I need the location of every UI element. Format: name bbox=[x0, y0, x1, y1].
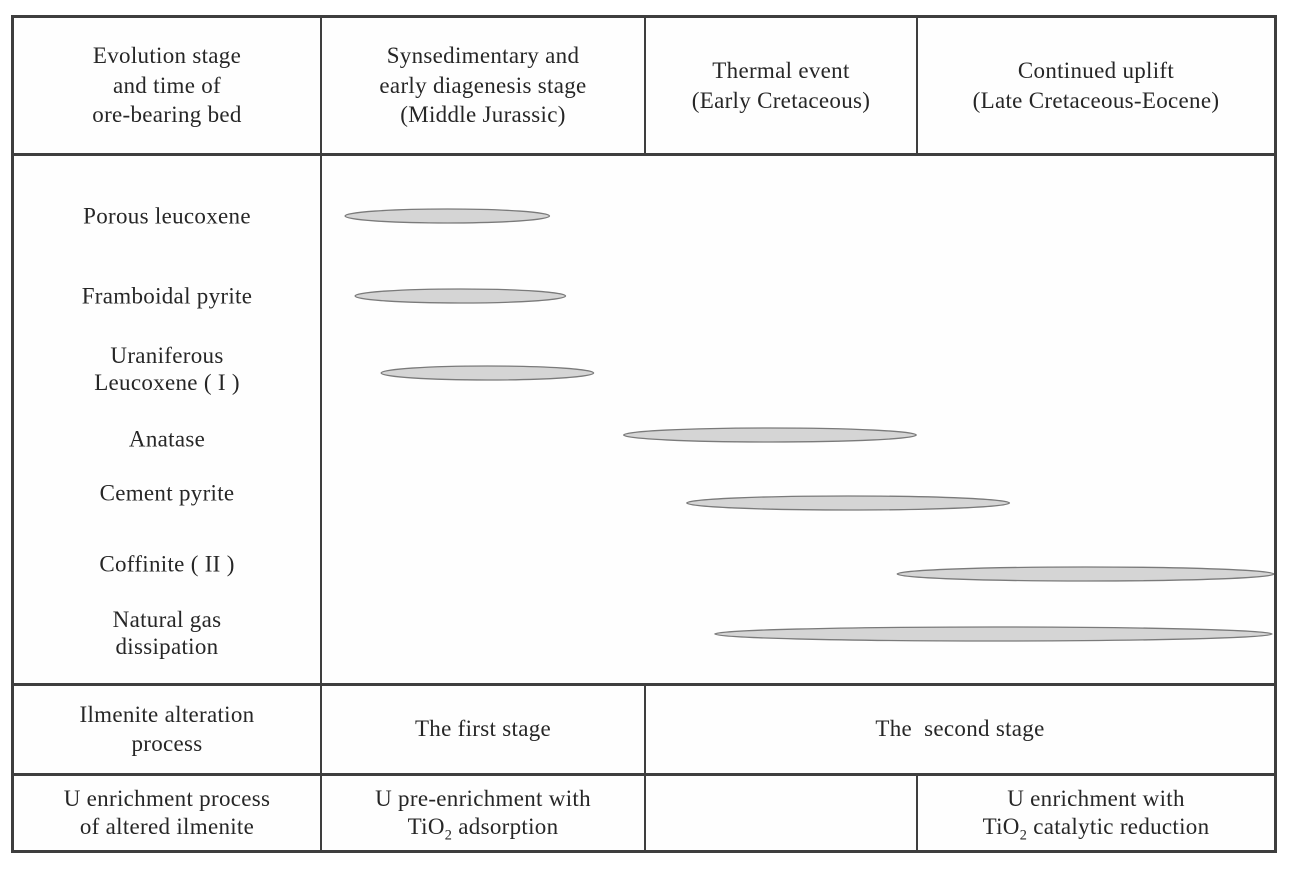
paragenesis-canvas bbox=[344, 208, 1274, 642]
header-continued-uplift: Continued uplift (Late Cretaceous-Eocene… bbox=[972, 58, 1220, 113]
u-enrichment-line1: U enrichment with bbox=[1007, 785, 1185, 811]
mineral-label-column: Porous leucoxene Framboidal pyrite Urani… bbox=[14, 156, 322, 683]
tio2-adsorption-formula: TiO2 adsorption bbox=[407, 813, 559, 844]
mineral-label-coffinite: Coffinite ( II ) bbox=[99, 551, 235, 577]
catalytic-reduction-text: catalytic reduction bbox=[1027, 814, 1210, 839]
second-stage-cell: The second stage bbox=[875, 716, 1045, 742]
u-pre-enrichment-cell: U pre-enrichment with TiO2 adsorption bbox=[322, 776, 646, 850]
mineral-label-framboidal-pyrite: Framboidal pyrite bbox=[81, 283, 253, 309]
mineral-ellipse bbox=[354, 288, 567, 304]
u-pre-enrichment-line1: U pre-enrichment with bbox=[375, 785, 591, 811]
u-enrichment-row: U enrichment process of altered ilmenite… bbox=[14, 773, 1274, 850]
timeline-chart-area bbox=[322, 156, 1274, 683]
mineral-label-natural-gas: Natural gas dissipation bbox=[112, 606, 222, 659]
body-section: Porous leucoxene Framboidal pyrite Urani… bbox=[14, 153, 1274, 683]
adsorption-text: adsorption bbox=[452, 814, 559, 839]
header-thermal-event: Thermal event (Early Cretaceous) bbox=[646, 18, 918, 153]
mineral-ellipse bbox=[344, 208, 551, 224]
tio2-reduction-formula: TiO2 catalytic reduction bbox=[982, 813, 1210, 844]
tio2-base: TiO bbox=[982, 814, 1020, 839]
ilmenite-stages-row: Ilmenite alteration process The first st… bbox=[14, 683, 1274, 773]
mineral-ellipse bbox=[714, 626, 1273, 642]
mineral-label-uraniferous-leucoxene: Uraniferous Leucoxene ( I ) bbox=[94, 342, 240, 395]
tio2-subscript: 2 bbox=[444, 827, 453, 844]
tio2-base: TiO bbox=[407, 814, 445, 839]
mineral-ellipse bbox=[686, 495, 1011, 511]
empty-cell bbox=[646, 776, 918, 850]
header-row: Evolution stage and time of ore-bearing … bbox=[14, 18, 1274, 153]
tio2-subscript: 2 bbox=[1019, 827, 1028, 844]
mineral-label-anatase: Anatase bbox=[128, 426, 206, 452]
header-synsedimentary-stage: Synsedimentary and early diagenesis stag… bbox=[322, 18, 646, 153]
header-evolution-stage: Evolution stage and time of ore-bearing … bbox=[14, 18, 322, 153]
mineral-ellipse bbox=[380, 365, 595, 381]
u-enrichment-cell: U enrichment with TiO2 catalytic reducti… bbox=[918, 776, 1274, 850]
mineral-ellipse bbox=[896, 566, 1274, 582]
ilmenite-process-label: Ilmenite alteration process bbox=[14, 686, 322, 773]
mineral-ellipse bbox=[622, 427, 917, 443]
mineral-label-cement-pyrite: Cement pyrite bbox=[99, 480, 235, 506]
mineral-label-porous-leucoxene: Porous leucoxene bbox=[83, 203, 251, 229]
u-enrichment-process-label: U enrichment process of altered ilmenite bbox=[14, 776, 322, 850]
paragenesis-table: Evolution stage and time of ore-bearing … bbox=[11, 15, 1277, 853]
first-stage-cell: The first stage bbox=[322, 686, 646, 773]
